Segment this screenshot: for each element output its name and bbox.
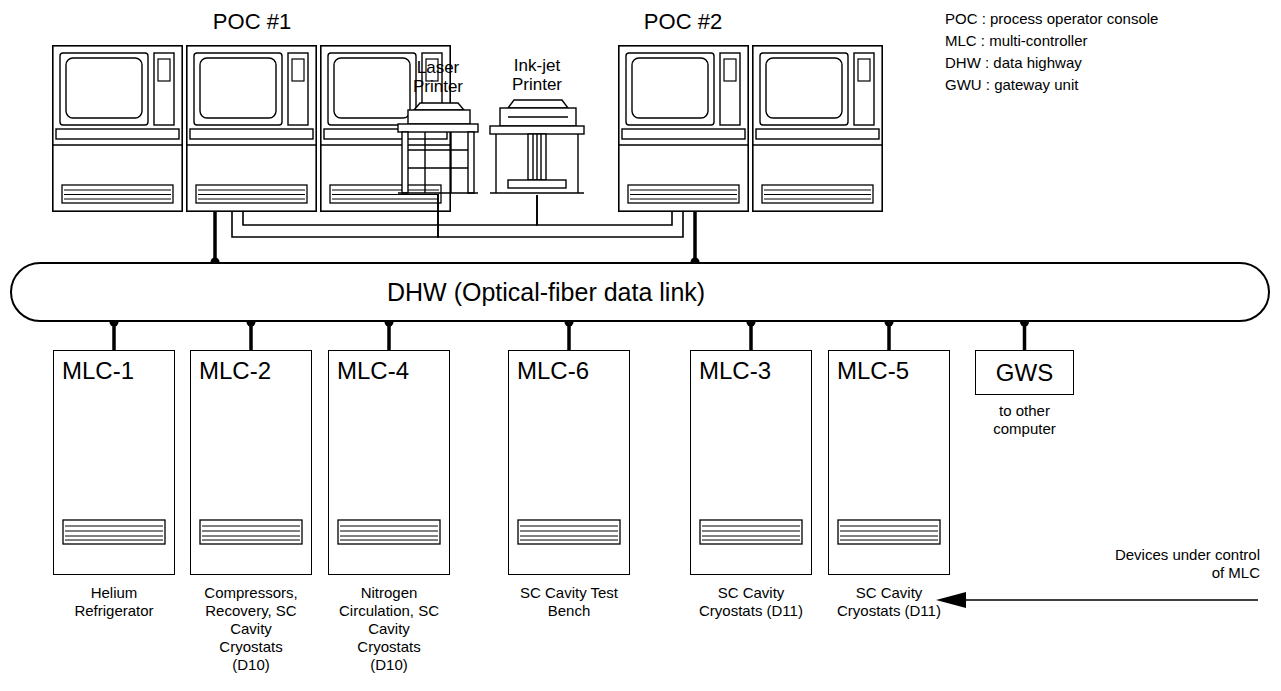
annotation: Devices under control of MLC [1100,546,1260,582]
connector [438,195,683,237]
connector [693,212,697,262]
node-title: MLC-6 [517,357,589,385]
inkjet-printer-icon [490,100,584,193]
abbreviation-note: GWU : gateway unit [945,76,1078,93]
node-title: POC #1 [52,9,452,35]
laser-printer-icon [398,103,478,193]
node-title: DHW (Optical-fiber data link) [387,278,705,307]
connector [243,195,537,225]
node-title: MLC-4 [337,357,409,385]
data-highway: DHW (Optical-fiber data link) [10,262,1270,322]
controller-cabinet: MLC-6SC Cavity Test Bench [508,350,630,575]
abbreviation-note: DHW : data highway [945,54,1082,71]
controller-cabinet: MLC-5SC Cavity Cryostats (D11) [828,350,950,575]
node-title: Ink-jet Printer [499,56,575,95]
node-caption: SC Cavity Test Bench [517,584,621,620]
connector [213,212,217,262]
controller-cabinet: MLC-4Nitrogen Circulation, SC Cavity Cry… [328,350,450,575]
console-group: POC #1 [52,45,452,212]
pointer-arrow [936,592,1258,608]
node-caption: to other computer [975,402,1075,438]
node-title: MLC-3 [699,357,771,385]
node-title: MLC-1 [62,357,134,385]
node-title: MLC-5 [837,357,909,385]
node-caption: Compressors, Recovery, SC Cavity Cryosta… [199,584,303,674]
console-group: POC #2 [618,45,883,212]
node-title: Laser Printer [400,58,476,97]
node-caption: Helium Refrigerator [62,584,166,620]
node-title: POC #2 [618,9,748,35]
connector [537,195,672,225]
controller-cabinet: MLC-3SC Cavity Cryostats (D11) [690,350,812,575]
node-caption: Nitrogen Circulation, SC Cavity Cryostat… [337,584,441,674]
abbreviation-note: MLC : multi-controller [945,32,1088,49]
console-units [52,46,883,211]
printer: Ink-jet Printer [490,98,584,195]
controller-cabinet: MLC-2Compressors, Recovery, SC Cavity Cr… [190,350,312,575]
gateway-box: GWSto other computer [975,350,1074,395]
controller-cabinet: MLC-1Helium Refrigerator [53,350,175,575]
node-title: MLC-2 [199,357,271,385]
node-title: GWS [976,359,1073,387]
abbreviation-note: POC : process operator console [945,10,1158,27]
controller-vents [63,520,940,544]
printer: Laser Printer [398,100,478,195]
node-caption: SC Cavity Cryostats (D11) [837,584,941,620]
connector [232,195,438,237]
node-caption: SC Cavity Cryostats (D11) [699,584,803,620]
